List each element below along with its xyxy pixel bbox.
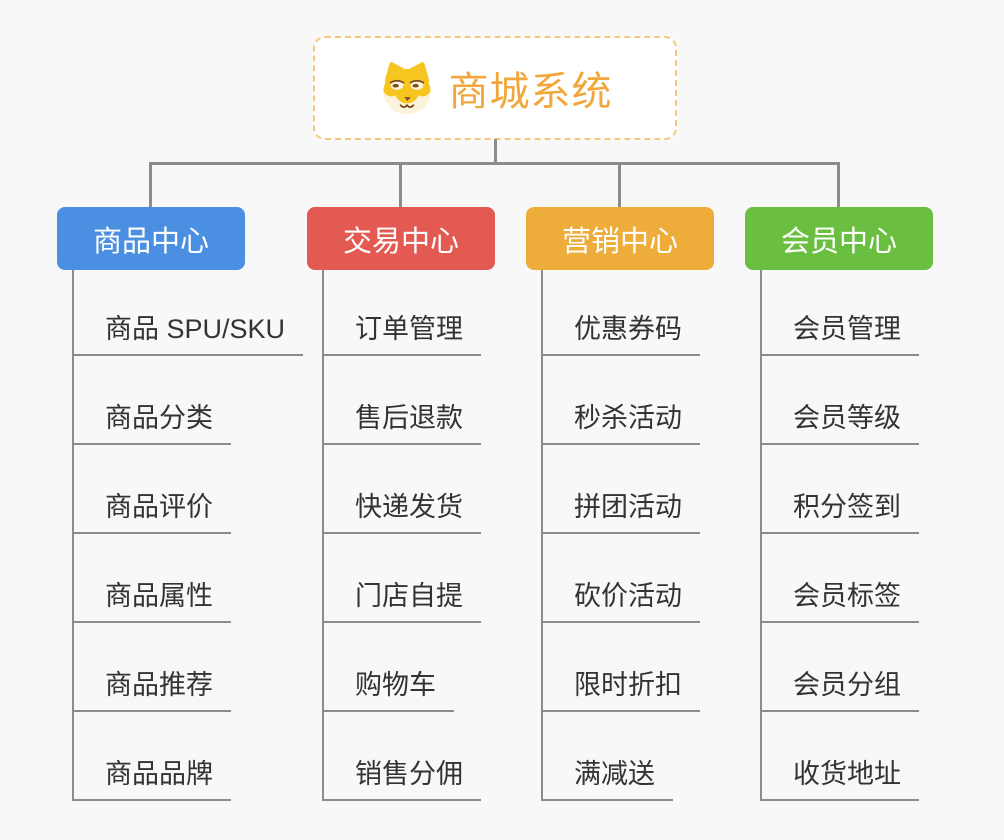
topic-item[interactable]: 收货地址: [760, 757, 919, 801]
topic-item[interactable]: 商品属性: [72, 579, 231, 623]
root-topic-title: 商城系统: [448, 70, 613, 114]
branch-trade: 交易中心 订单管理 售后退款 快递发货 门店自提 购物车 销售分佣: [307, 207, 495, 807]
branch-header[interactable]: 交易中心: [307, 207, 495, 270]
topic-item[interactable]: 商品推荐: [72, 668, 231, 712]
branch-header[interactable]: 商品中心: [57, 207, 245, 270]
connector-drop: [399, 162, 402, 208]
dog-face-icon: [378, 60, 436, 116]
topic-item[interactable]: 秒杀活动: [541, 401, 700, 445]
branch-products: 商品中心 商品 SPU/SKU 商品分类 商品评价 商品属性 商品推荐 商品品牌: [57, 207, 304, 807]
connector-trunk: [541, 270, 543, 801]
topic-item[interactable]: 商品分类: [72, 401, 231, 445]
connector-drop: [149, 162, 152, 208]
topic-item[interactable]: 会员管理: [760, 312, 919, 356]
topic-item[interactable]: 限时折扣: [541, 668, 700, 712]
topic-item[interactable]: 拼团活动: [541, 490, 700, 534]
topic-item[interactable]: 快递发货: [322, 490, 481, 534]
topic-item[interactable]: 商品评价: [72, 490, 231, 534]
topic-item[interactable]: 优惠券码: [541, 312, 700, 356]
topic-item[interactable]: 砍价活动: [541, 579, 700, 623]
topic-item[interactable]: 商品品牌: [72, 757, 231, 801]
topic-item[interactable]: 购物车: [322, 668, 454, 712]
connector-trunk: [760, 270, 762, 801]
topic-item[interactable]: 售后退款: [322, 401, 481, 445]
topic-item[interactable]: 订单管理: [322, 312, 481, 356]
root-topic[interactable]: 商城系统: [313, 36, 677, 140]
connector-horizontal-bar: [150, 162, 840, 165]
topic-item[interactable]: 会员标签: [760, 579, 919, 623]
topic-item[interactable]: 满减送: [541, 757, 673, 801]
connector-trunk: [72, 270, 74, 801]
branch-header[interactable]: 会员中心: [745, 207, 933, 270]
topic-item[interactable]: 商品 SPU/SKU: [72, 312, 304, 356]
branch-marketing: 营销中心 优惠券码 秒杀活动 拼团活动 砍价活动 限时折扣 满减送: [526, 207, 714, 807]
branch-header[interactable]: 营销中心: [526, 207, 714, 270]
connector-trunk: [322, 270, 324, 801]
connector-drop: [618, 162, 621, 208]
topic-item[interactable]: 门店自提: [322, 579, 481, 623]
connector-drop: [837, 162, 840, 208]
topic-item[interactable]: 会员等级: [760, 401, 919, 445]
connector-root-stub: [494, 139, 497, 165]
branch-members: 会员中心 会员管理 会员等级 积分签到 会员标签 会员分组 收货地址: [745, 207, 933, 807]
topic-item[interactable]: 销售分佣: [322, 757, 481, 801]
topic-item[interactable]: 积分签到: [760, 490, 919, 534]
topic-item[interactable]: 会员分组: [760, 668, 919, 712]
